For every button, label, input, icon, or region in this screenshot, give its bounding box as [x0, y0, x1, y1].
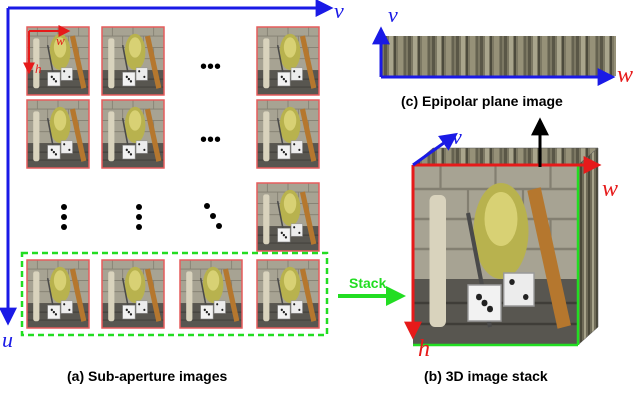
u-axis-label: u [2, 327, 13, 352]
caption-image-stack: (b) 3D image stack [424, 368, 548, 384]
column-ellipsis-1 [61, 204, 67, 230]
local-h-label: h [35, 61, 42, 76]
sub-aperture-image [256, 26, 320, 96]
sub-aperture-image [101, 259, 165, 329]
row1-ellipsis: ••• [200, 56, 221, 78]
diagonal-ellipsis [204, 203, 222, 229]
local-w-label: w [56, 33, 65, 48]
stack-w-label: w [602, 176, 618, 202]
stack-label: Stack [349, 275, 387, 291]
caption-sub-aperture: (a) Sub-aperture images [67, 368, 227, 384]
v-axis-label: v [334, 0, 344, 23]
epi-v-label: v [388, 2, 398, 27]
sub-aperture-image [256, 99, 320, 169]
sub-aperture-grid [26, 26, 320, 329]
caption-epi: (c) Epipolar plane image [401, 93, 563, 109]
epi-w-label: w [617, 62, 633, 88]
row2-ellipsis: ••• [200, 129, 221, 151]
column-ellipsis-2 [136, 204, 142, 230]
stack-v-label: v [452, 124, 462, 149]
sub-aperture-image [101, 99, 165, 169]
sub-aperture-image [26, 26, 90, 96]
sub-aperture-image [26, 259, 90, 329]
selected-row-box [20, 251, 329, 337]
sub-aperture-image [179, 259, 243, 329]
stack-v-arrow [412, 132, 458, 167]
epi-image [382, 36, 616, 76]
image-stack-3d [412, 147, 599, 347]
sub-aperture-image [101, 26, 165, 96]
stack-h-label: h [418, 336, 430, 362]
sub-aperture-image [26, 99, 90, 169]
sub-aperture-image [256, 259, 320, 329]
sub-aperture-image [256, 182, 320, 252]
